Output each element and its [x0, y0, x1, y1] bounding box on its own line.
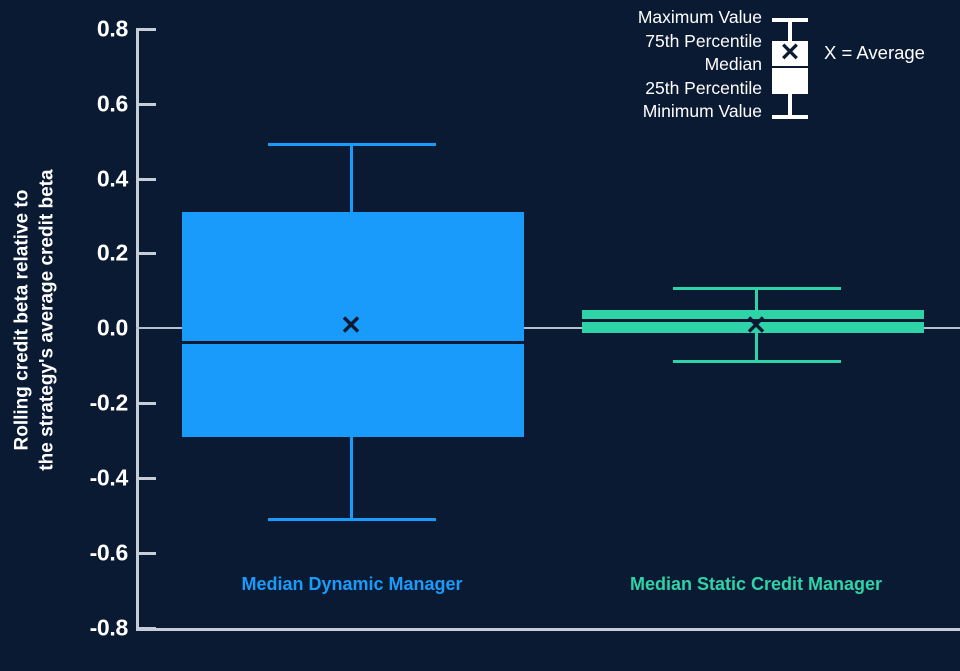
legend-boxplot-diagram: ✕: [768, 6, 814, 136]
y-axis-tick-labels: 0.8 0.6 0.4 0.2 0.0 -0.2 -0.4 -0.6 -0.8: [60, 0, 129, 671]
y-tick-label: -0.2: [89, 389, 129, 416]
average-marker: ✕: [745, 310, 767, 340]
y-axis-line: [136, 29, 139, 630]
legend-label-25th-percentile: 25th Percentile: [645, 77, 762, 98]
legend-lower-whisker: [788, 94, 792, 117]
legend-average-marker: ✕: [779, 38, 801, 67]
y-tick-mark: [136, 178, 156, 181]
y-tick-mark: [136, 477, 156, 480]
y-tick-mark: [136, 552, 156, 555]
y-tick-mark: [136, 103, 156, 106]
average-marker: ✕: [340, 310, 362, 340]
x-category-label-dynamic: Median Dynamic Manager: [241, 574, 463, 594]
legend: Maximum Value 75th Percentile Median 25t…: [596, 6, 956, 136]
median-line: [182, 341, 524, 344]
upper-whisker: [755, 287, 758, 311]
x-axis-line: [136, 628, 960, 631]
y-axis-title-line2: the strategy's average credit beta: [37, 169, 59, 471]
legend-min-cap: [772, 115, 808, 119]
y-axis-title-line1: Rolling credit beta relative to: [11, 189, 33, 451]
legend-label-minimum: Minimum Value: [642, 101, 762, 121]
legend-lower-box: [772, 68, 808, 94]
plot-area: ✕ ✕ Median Dynamic Manager Median Static…: [136, 0, 960, 671]
y-tick-label: -0.8: [89, 614, 129, 641]
y-tick-mark: [136, 252, 156, 255]
legend-upper-whisker: [788, 18, 792, 41]
median-line: [582, 319, 924, 322]
y-tick-mark: [136, 402, 156, 405]
y-tick-mark: [136, 28, 156, 31]
legend-average-note: X = Average: [824, 42, 925, 63]
y-tick-label: -0.6: [89, 539, 129, 566]
lower-whisker: [755, 332, 758, 362]
y-tick-mark: [136, 627, 156, 630]
y-tick-label: 0.2: [96, 239, 128, 266]
y-tick-label: 0.0: [96, 314, 128, 341]
lower-whisker: [350, 436, 353, 520]
y-tick-label: 0.6: [96, 90, 128, 117]
y-tick-label: -0.4: [89, 464, 129, 491]
y-tick-label: 0.8: [96, 15, 128, 42]
zero-reference-line: [136, 327, 960, 329]
x-category-label-static: Median Static Credit Manager: [629, 574, 883, 594]
legend-upper-box: [772, 41, 808, 66]
min-whisker-cap: [673, 360, 841, 363]
min-whisker-cap: [268, 518, 436, 521]
legend-label-list: Maximum Value 75th Percentile Median 25t…: [596, 6, 762, 124]
upper-whisker: [350, 143, 353, 213]
legend-label-75th-percentile: 75th Percentile: [645, 30, 762, 51]
legend-label-median: Median: [704, 54, 762, 74]
y-tick-label: 0.4: [96, 165, 128, 192]
interquartile-box: [182, 212, 524, 437]
legend-label-maximum: Maximum Value: [637, 7, 762, 27]
